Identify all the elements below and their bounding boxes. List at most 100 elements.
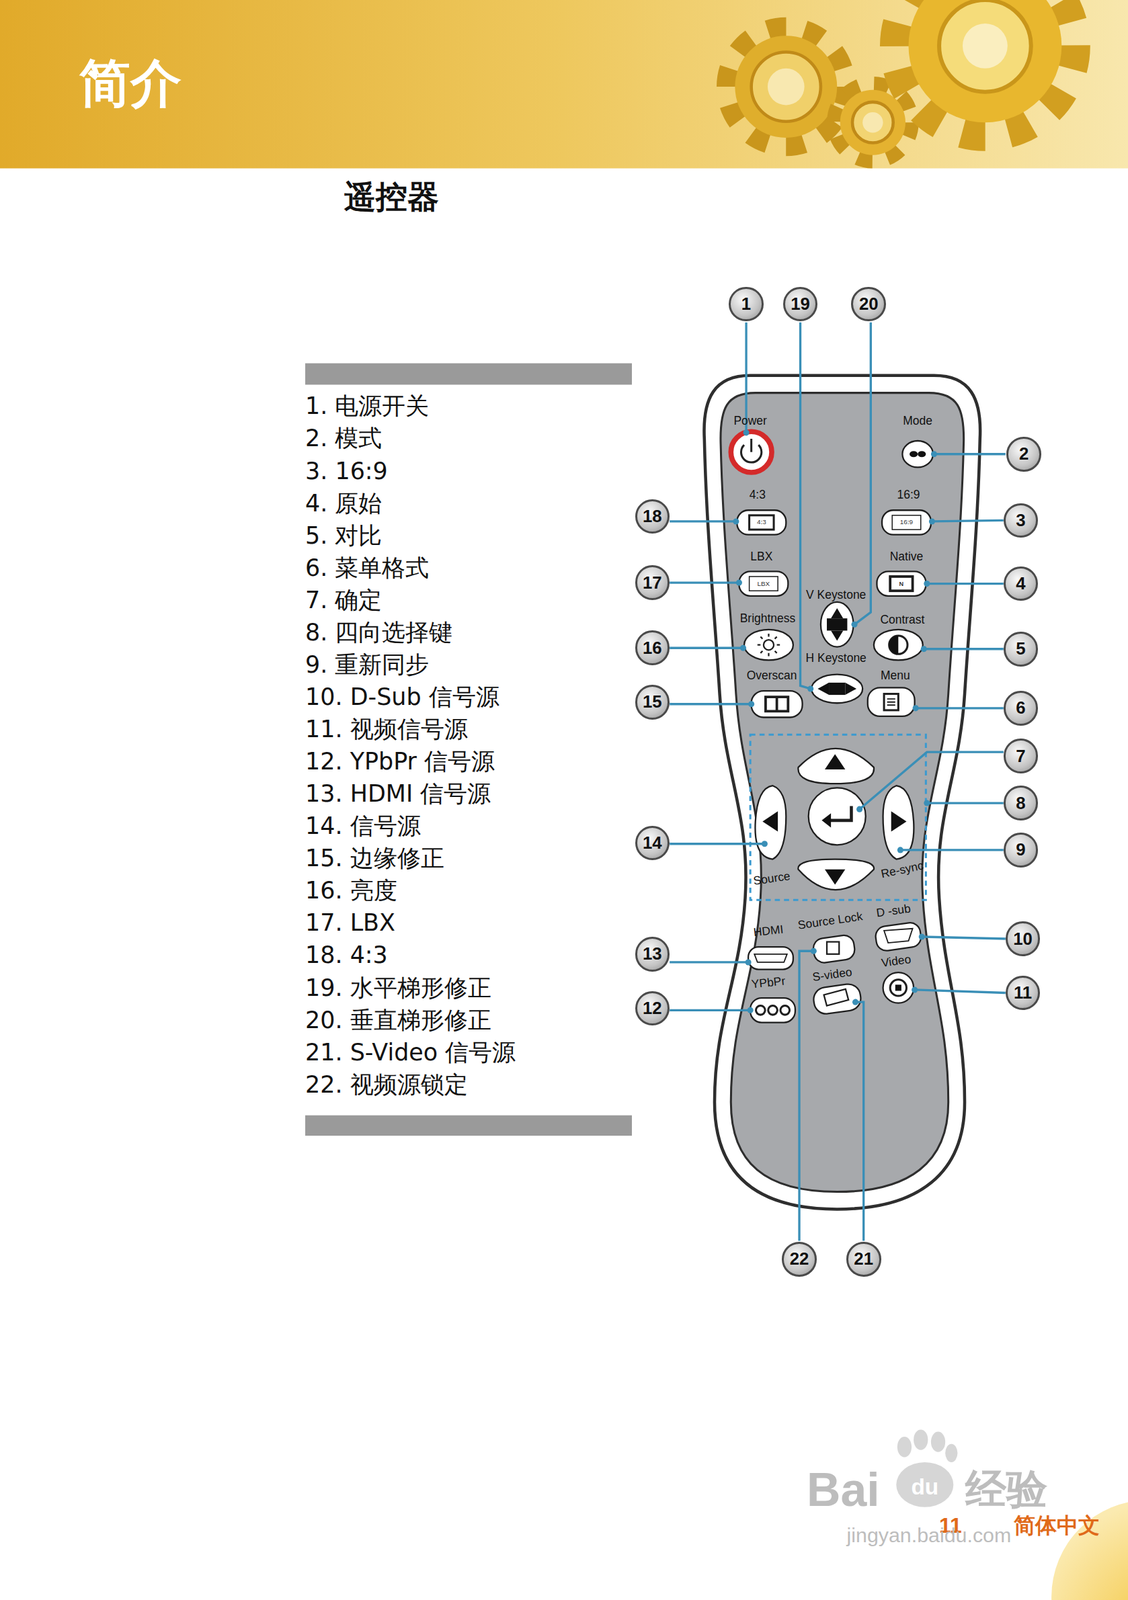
- callout-text: 22: [789, 1249, 810, 1270]
- button-label: H Keystone: [806, 651, 867, 665]
- button-label: Power: [733, 414, 767, 428]
- button-label: D -sub: [875, 901, 912, 920]
- list-item: 5. 对比: [305, 522, 382, 550]
- remote-buttons: [730, 431, 934, 1023]
- callout-text: 10: [1013, 929, 1033, 950]
- list-item: 7. 确定: [305, 586, 382, 614]
- list-item: 16. 亮度: [305, 877, 398, 905]
- watermark-text: Bai: [806, 1463, 880, 1518]
- button-label: 4:3: [749, 488, 766, 502]
- list-item: 22. 视频源锁定: [305, 1071, 468, 1099]
- callout-text: 8: [1015, 793, 1026, 814]
- list-item: 17. LBX: [305, 909, 396, 937]
- callout-number: 1: [728, 287, 764, 322]
- list-item: 1. 电源开关: [305, 392, 429, 420]
- callout-text: 4: [1015, 574, 1026, 594]
- list-item: 14. 信号源: [305, 812, 421, 840]
- callout-text: 5: [1015, 639, 1026, 659]
- button-icon-text: LBX: [757, 580, 771, 588]
- list-item: 9. 重新同步: [305, 651, 429, 679]
- page-subtitle: 遥控器: [344, 178, 439, 216]
- callout-text: 6: [1015, 698, 1026, 718]
- button-label: 16:9: [897, 488, 921, 502]
- list-item: 19. 水平梯形修正: [305, 974, 492, 1001]
- button-label: Contrast: [879, 613, 925, 627]
- list-item: 20. 垂直梯形修正: [305, 1006, 492, 1034]
- callout-number: 17: [635, 565, 671, 601]
- callout-text: 18: [642, 506, 663, 527]
- list-item: 21. S-Video 信号源: [305, 1039, 516, 1067]
- callout-text: 7: [1015, 746, 1026, 767]
- callout-text: 16: [642, 638, 663, 659]
- callout-number: 13: [635, 937, 671, 973]
- callout-text: 11: [1013, 983, 1032, 1003]
- callout-number: 19: [783, 287, 819, 322]
- callout-number: 9: [1003, 832, 1039, 868]
- button-label: Re-sync: [879, 858, 925, 881]
- callout-text: 1: [741, 294, 751, 314]
- list-item: 11. 视频信号源: [305, 715, 468, 743]
- callout-number: 16: [635, 630, 671, 666]
- callout-text: 2: [1019, 444, 1029, 464]
- callout-text: 3: [1015, 510, 1026, 531]
- callout-text: 21: [853, 1249, 874, 1270]
- button-label: Video: [880, 952, 913, 971]
- callout-number: 2: [1006, 436, 1042, 472]
- list-item: 3. 16:9: [305, 457, 388, 485]
- list-item: 4. 原始: [305, 489, 382, 517]
- callout-text: 9: [1015, 840, 1026, 860]
- button-label: YPbPr: [750, 974, 786, 992]
- button-label: S-video: [811, 965, 853, 985]
- callout-number: 12: [635, 991, 671, 1027]
- watermark-text: 经验: [965, 1466, 1048, 1514]
- callout-number: 10: [1005, 921, 1041, 957]
- list-item: 12. YPbPr 信号源: [305, 748, 495, 776]
- list-bar: [305, 1115, 632, 1137]
- button-icon-text: 4:3: [756, 518, 767, 527]
- watermark-text: jingyan.baidu.com: [847, 1524, 1012, 1549]
- callout-text: 13: [642, 944, 663, 964]
- button-label: LBX: [750, 549, 773, 564]
- callout-number: 5: [1003, 631, 1039, 667]
- callout-text: 12: [642, 998, 663, 1019]
- remote-body: [703, 375, 981, 1211]
- list-item: 13. HDMI 信号源: [305, 780, 491, 808]
- button-icon-text: 16:9: [900, 518, 913, 527]
- button-label: Menu: [880, 668, 911, 683]
- list-item: 15. 边缘修正: [305, 844, 445, 872]
- button-label: V Keystone: [806, 588, 866, 602]
- callout-number: 8: [1003, 785, 1039, 821]
- watermark-text: du: [910, 1474, 939, 1500]
- callout-number: 20: [851, 287, 886, 322]
- watermark-paw: [896, 1429, 958, 1508]
- button-label: Source Lock: [796, 909, 864, 932]
- list-item: 8. 四向选择键: [305, 619, 453, 647]
- callout-number: 7: [1003, 738, 1039, 774]
- callout-text: 17: [642, 573, 663, 593]
- callout-number: 3: [1003, 503, 1039, 539]
- gear-decoration: [726, 0, 1075, 162]
- leader-lines: [669, 322, 1006, 1242]
- list-item: 18. 4:3: [305, 941, 388, 969]
- section-heading: 简介: [79, 49, 182, 119]
- list-item: 6. 菜单格式: [305, 554, 429, 582]
- callout-number: 6: [1003, 691, 1039, 727]
- list-item: 10. D-Sub 信号源: [305, 683, 500, 711]
- callout-number: 14: [635, 826, 671, 862]
- callout-number: 22: [781, 1242, 817, 1278]
- leader-dots: [732, 429, 938, 1014]
- header-band: [0, 0, 1128, 169]
- callout-number: 21: [846, 1242, 882, 1278]
- button-label: Overscan: [746, 668, 798, 683]
- button-label: Brightness: [740, 611, 796, 626]
- callout-text: 14: [642, 833, 663, 854]
- header-band: 简介: [0, 0, 1128, 169]
- callout-number: 15: [635, 685, 671, 720]
- list-item: 2. 模式: [305, 424, 382, 452]
- button-label: Source: [752, 869, 792, 889]
- callout-number: 4: [1003, 566, 1039, 602]
- button-label: Mode: [902, 414, 933, 428]
- footer-language: 简体中文: [1013, 1513, 1100, 1539]
